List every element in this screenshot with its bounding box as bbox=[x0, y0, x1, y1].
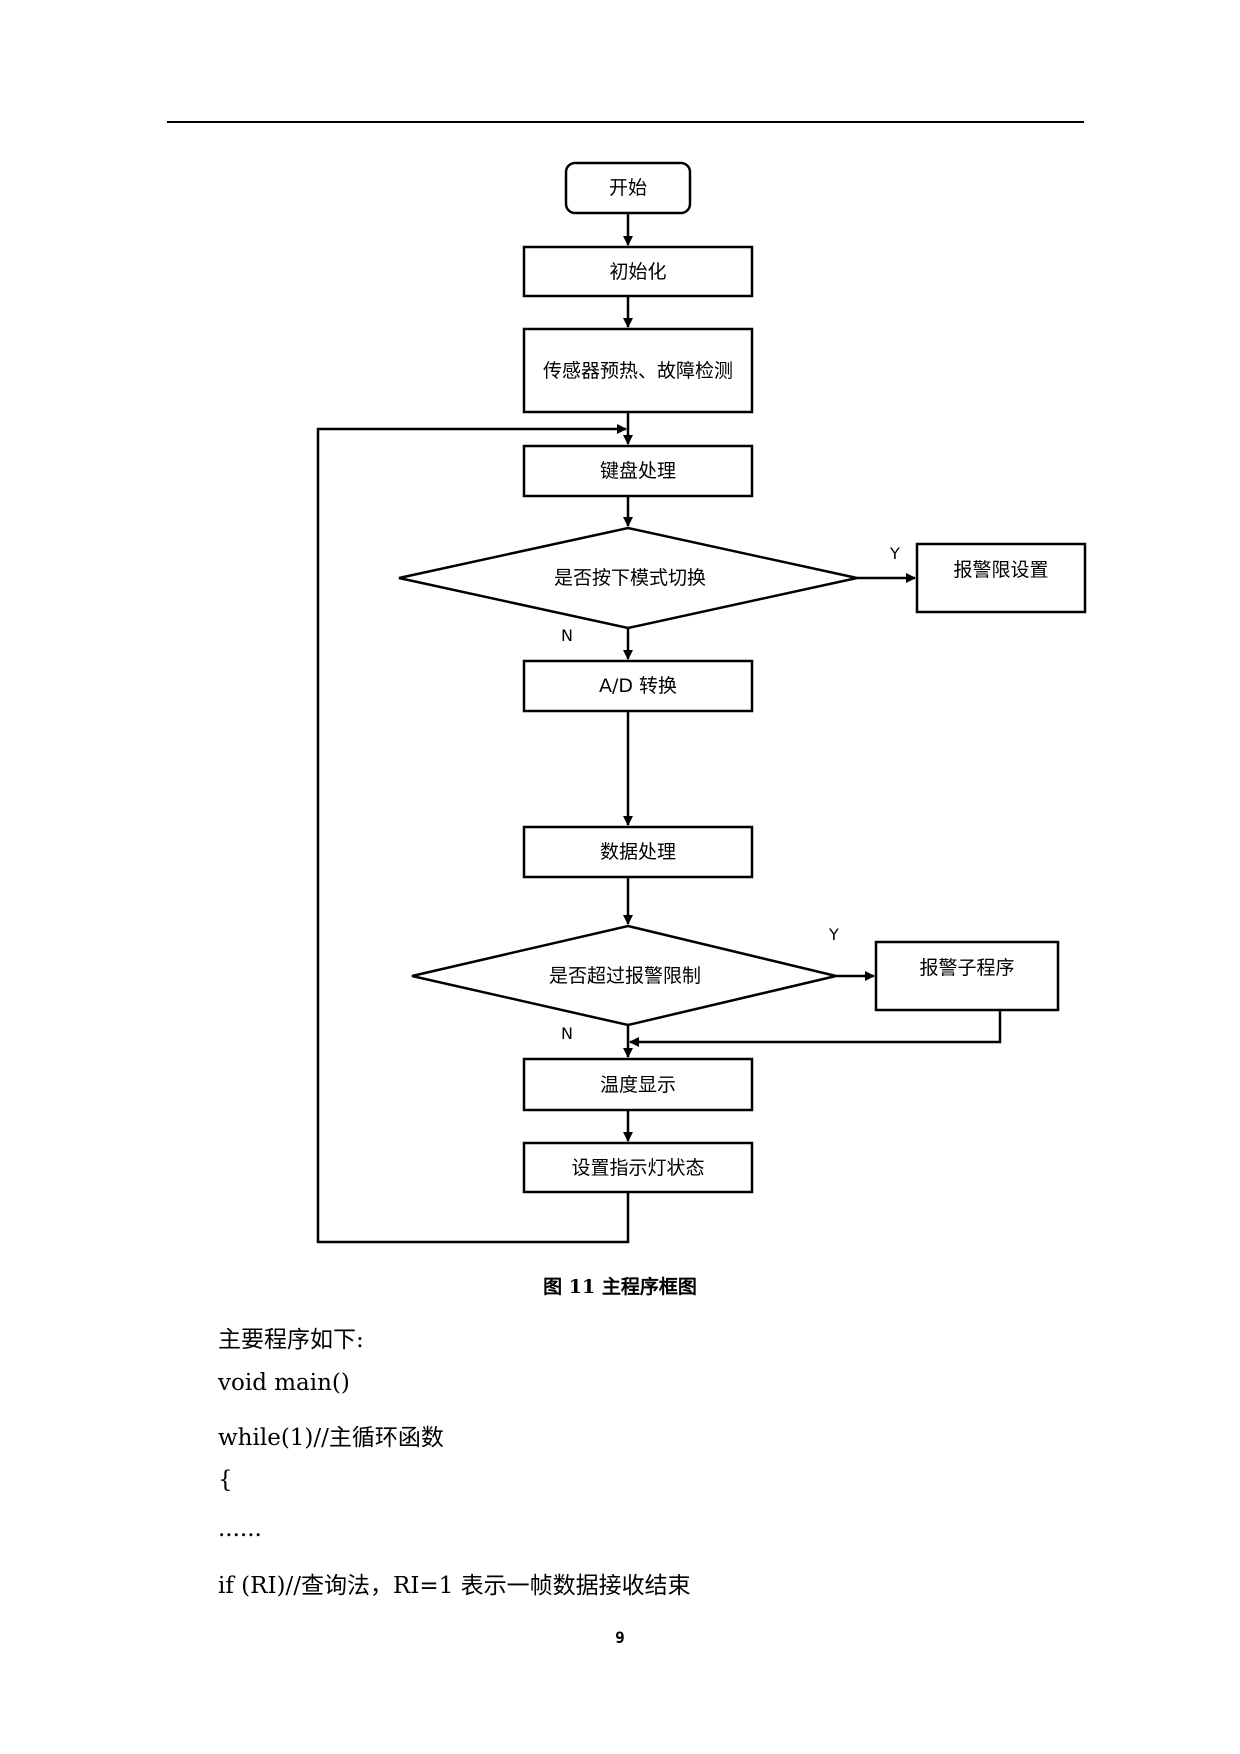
body-line-2: void main() bbox=[218, 1370, 350, 1396]
data-process-node bbox=[522, 825, 754, 879]
ad-label: A/D 转换 bbox=[598, 675, 678, 697]
alarm-limit-node bbox=[915, 542, 1087, 614]
preheat-label: 传感器预热、故障检测 bbox=[542, 359, 733, 382]
body-line-5: ...... bbox=[218, 1516, 262, 1542]
preheat-node bbox=[522, 327, 754, 414]
init-label: 初始化 bbox=[609, 260, 667, 283]
decision-mode-label: 是否按下模式切换 bbox=[553, 567, 706, 589]
start-label: 开始 bbox=[608, 177, 647, 199]
alarm-limit-label: 报警限设置 bbox=[953, 559, 1049, 581]
figure-caption: 图 11 主程序框图 bbox=[543, 1276, 697, 1298]
decision-alarm-label: 是否超过报警限制 bbox=[548, 965, 701, 987]
body-line-6: if (RI)//查询法，RI=1 表示一帧数据接收结束 bbox=[218, 1573, 691, 1599]
init-node bbox=[522, 245, 754, 298]
alarm-sub-label: 报警子程序 bbox=[919, 957, 1015, 979]
temp-display-node bbox=[522, 1057, 754, 1112]
body-line-1: 主要程序如下: bbox=[218, 1327, 364, 1353]
body-line-4: { bbox=[218, 1467, 233, 1493]
indicator-label: 设置指示灯状态 bbox=[571, 1156, 705, 1179]
yes-label-1: Y bbox=[890, 544, 900, 563]
temp-display-label: 温度显示 bbox=[599, 1073, 676, 1096]
header-rule bbox=[167, 121, 1084, 123]
indicator-node bbox=[522, 1141, 754, 1194]
page-number: 9 bbox=[615, 1628, 625, 1647]
yes-label-2: Y bbox=[829, 925, 839, 944]
keyboard-label: 键盘处理 bbox=[599, 460, 676, 482]
alarm-sub-node bbox=[874, 940, 1060, 1012]
data-process-label: 数据处理 bbox=[599, 841, 676, 863]
keyboard-node bbox=[522, 444, 754, 498]
body-line-3: while(1)//主循环函数 bbox=[218, 1425, 444, 1451]
no-label-2: N bbox=[561, 1024, 573, 1043]
ad-node bbox=[522, 659, 754, 713]
flowchart-diagram bbox=[316, 161, 1087, 1244]
no-label-1: N bbox=[561, 626, 573, 645]
